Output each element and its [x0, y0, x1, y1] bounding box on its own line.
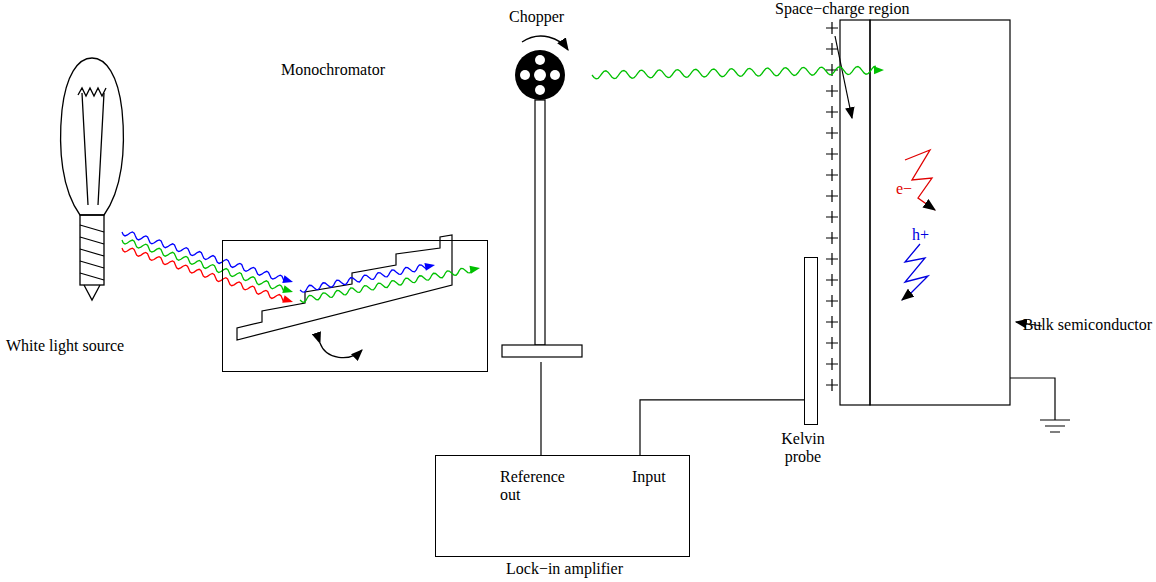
kelvin-probe: Kelvin probe [804, 257, 818, 425]
lock-in-box: Reference outInputLock−in amplifier [435, 455, 690, 557]
carrier-paths [902, 150, 935, 300]
chopper-label: Chopper [509, 8, 564, 26]
signal-wire [540, 362, 541, 455]
surface-charge [826, 190, 838, 202]
surface-charge [826, 337, 838, 349]
surface-charge [826, 43, 838, 55]
surface-charge [826, 316, 838, 328]
surface-charge [826, 253, 838, 265]
source-label: White light source [6, 337, 124, 355]
surface-charge [826, 169, 838, 181]
surface-charge [826, 22, 838, 34]
carrier-label: e− [896, 180, 912, 198]
region-label: Space−charge region [775, 0, 909, 18]
surface-charge [826, 274, 838, 286]
light-bulb [61, 58, 124, 300]
box-title: Lock−in amplifier [506, 560, 623, 578]
surface-charge [826, 106, 838, 118]
surface-charge [826, 379, 838, 391]
surface-charge [826, 85, 838, 97]
port-label: Reference out [500, 468, 570, 505]
light-waves [122, 66, 884, 303]
surface-charge [826, 358, 838, 370]
bulk-label: Bulk semiconductor [1023, 316, 1152, 334]
signal-wire [640, 400, 804, 455]
port-label: Input [632, 468, 666, 486]
surface-charge [826, 295, 838, 307]
semiconductor-slab [826, 20, 1070, 432]
probe-label: Kelvin probe [773, 430, 833, 467]
chopper-wheel [502, 36, 582, 357]
monochromator-box: Monochromator [222, 240, 488, 372]
carrier-label: h+ [912, 226, 929, 244]
surface-charge [826, 148, 838, 160]
box-title: Monochromator [281, 61, 385, 79]
surface-charge [826, 127, 838, 139]
chopper: Chopper [500, 38, 582, 362]
surface-charge [826, 232, 838, 244]
surface-charge [826, 211, 838, 223]
